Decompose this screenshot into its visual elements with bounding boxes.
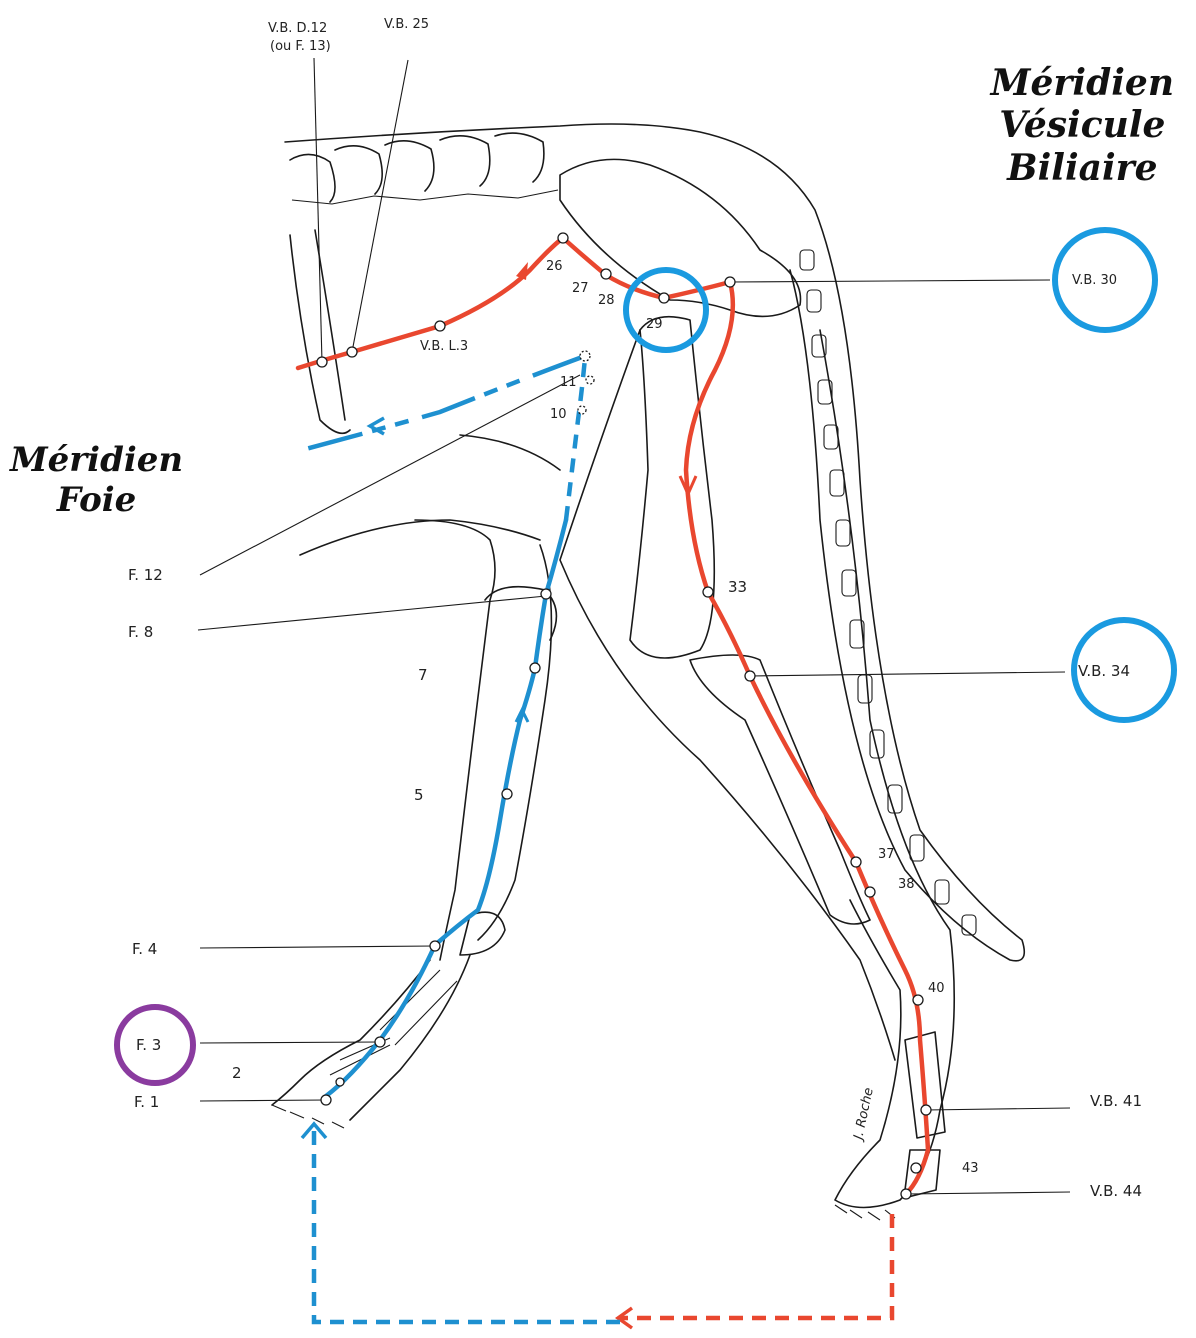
label-vb-30: V.B. 30 — [1072, 273, 1117, 288]
label-vb-26: 26 — [546, 259, 563, 274]
highlight-vb-29 — [626, 270, 706, 350]
liver-dashed-connector — [314, 1130, 620, 1322]
point-vb-25 — [347, 347, 357, 357]
point-f-10 — [578, 406, 586, 414]
label-vb-27: 27 — [572, 281, 589, 296]
point-vb-27 — [601, 269, 611, 279]
point-vb-37 — [851, 857, 861, 867]
point-vb-33 — [703, 587, 713, 597]
label-vb-44: V.B. 44 — [1090, 1182, 1142, 1200]
point-f-7 — [530, 663, 540, 673]
point-vb-41 — [921, 1105, 931, 1115]
label-f-3: F. 3 — [136, 1036, 161, 1054]
highlight-circles — [117, 230, 1174, 1083]
point-f-3 — [375, 1037, 385, 1047]
leader-lines — [198, 58, 1070, 1194]
point-f-4 — [430, 941, 440, 951]
label-vb-43: 43 — [962, 1161, 979, 1176]
label-vb-28: 28 — [598, 293, 615, 308]
label-vb-d12: V.B. D.12 — [268, 21, 327, 36]
point-f-5 — [502, 789, 512, 799]
point-vb-44 — [901, 1189, 911, 1199]
point-f-11 — [586, 376, 594, 384]
label-f-12: F. 12 — [128, 566, 163, 584]
point-vb-ls — [435, 321, 445, 331]
label-vb-34: V.B. 34 — [1078, 662, 1130, 680]
point-vb-d12 — [317, 357, 327, 367]
label-f-2: 2 — [232, 1064, 242, 1082]
label-vb-38: 38 — [898, 877, 915, 892]
label-vb-37: 37 — [878, 847, 895, 862]
point-f-8 — [541, 589, 551, 599]
point-vb-38 — [865, 887, 875, 897]
label-vb-33: 33 — [728, 578, 747, 596]
point-labels: V.B. D.12 (ou F. 13) V.B. 25 26 27 28 29… — [128, 17, 1142, 1200]
tail-vertebrae — [800, 250, 976, 935]
liver-return-line — [302, 356, 585, 450]
point-f-1 — [321, 1095, 331, 1105]
gallbladder-meridian-line — [298, 238, 928, 1194]
liver-meridian-line — [326, 520, 566, 1096]
label-f-5: 5 — [414, 786, 424, 804]
label-f-8: F. 8 — [128, 623, 153, 641]
signature: J. Roche — [851, 1086, 877, 1143]
dog-anatomy-outline — [272, 124, 1024, 1220]
point-vb-34 — [745, 671, 755, 681]
label-f-4: F. 4 — [132, 940, 157, 958]
arrow-icon — [516, 262, 528, 280]
gallbladder-meridian-path — [298, 238, 928, 1328]
point-vb-26 — [558, 233, 568, 243]
label-f-11: 11 — [560, 375, 577, 390]
label-vb-ls: V.B. L.3 — [420, 339, 468, 354]
point-vb-40 — [913, 995, 923, 1005]
point-f-2 — [336, 1078, 344, 1086]
point-vb-29 — [659, 293, 669, 303]
label-f-7: 7 — [418, 666, 428, 684]
label-vb-25: V.B. 25 — [384, 17, 429, 32]
label-vb-41: V.B. 41 — [1090, 1092, 1142, 1110]
point-vb-43 — [911, 1163, 921, 1173]
gallbladder-dashed-connector — [620, 1214, 892, 1318]
point-f-12 — [580, 351, 590, 361]
acupoints — [317, 233, 931, 1199]
label-f-10: 10 — [550, 407, 567, 422]
label-f-1: F. 1 — [134, 1093, 159, 1111]
label-vb-40: 40 — [928, 981, 945, 996]
label-vb-29: 29 — [646, 317, 663, 332]
label-vb-d12-alt: (ou F. 13) — [270, 39, 331, 54]
point-vb-30 — [725, 277, 735, 287]
